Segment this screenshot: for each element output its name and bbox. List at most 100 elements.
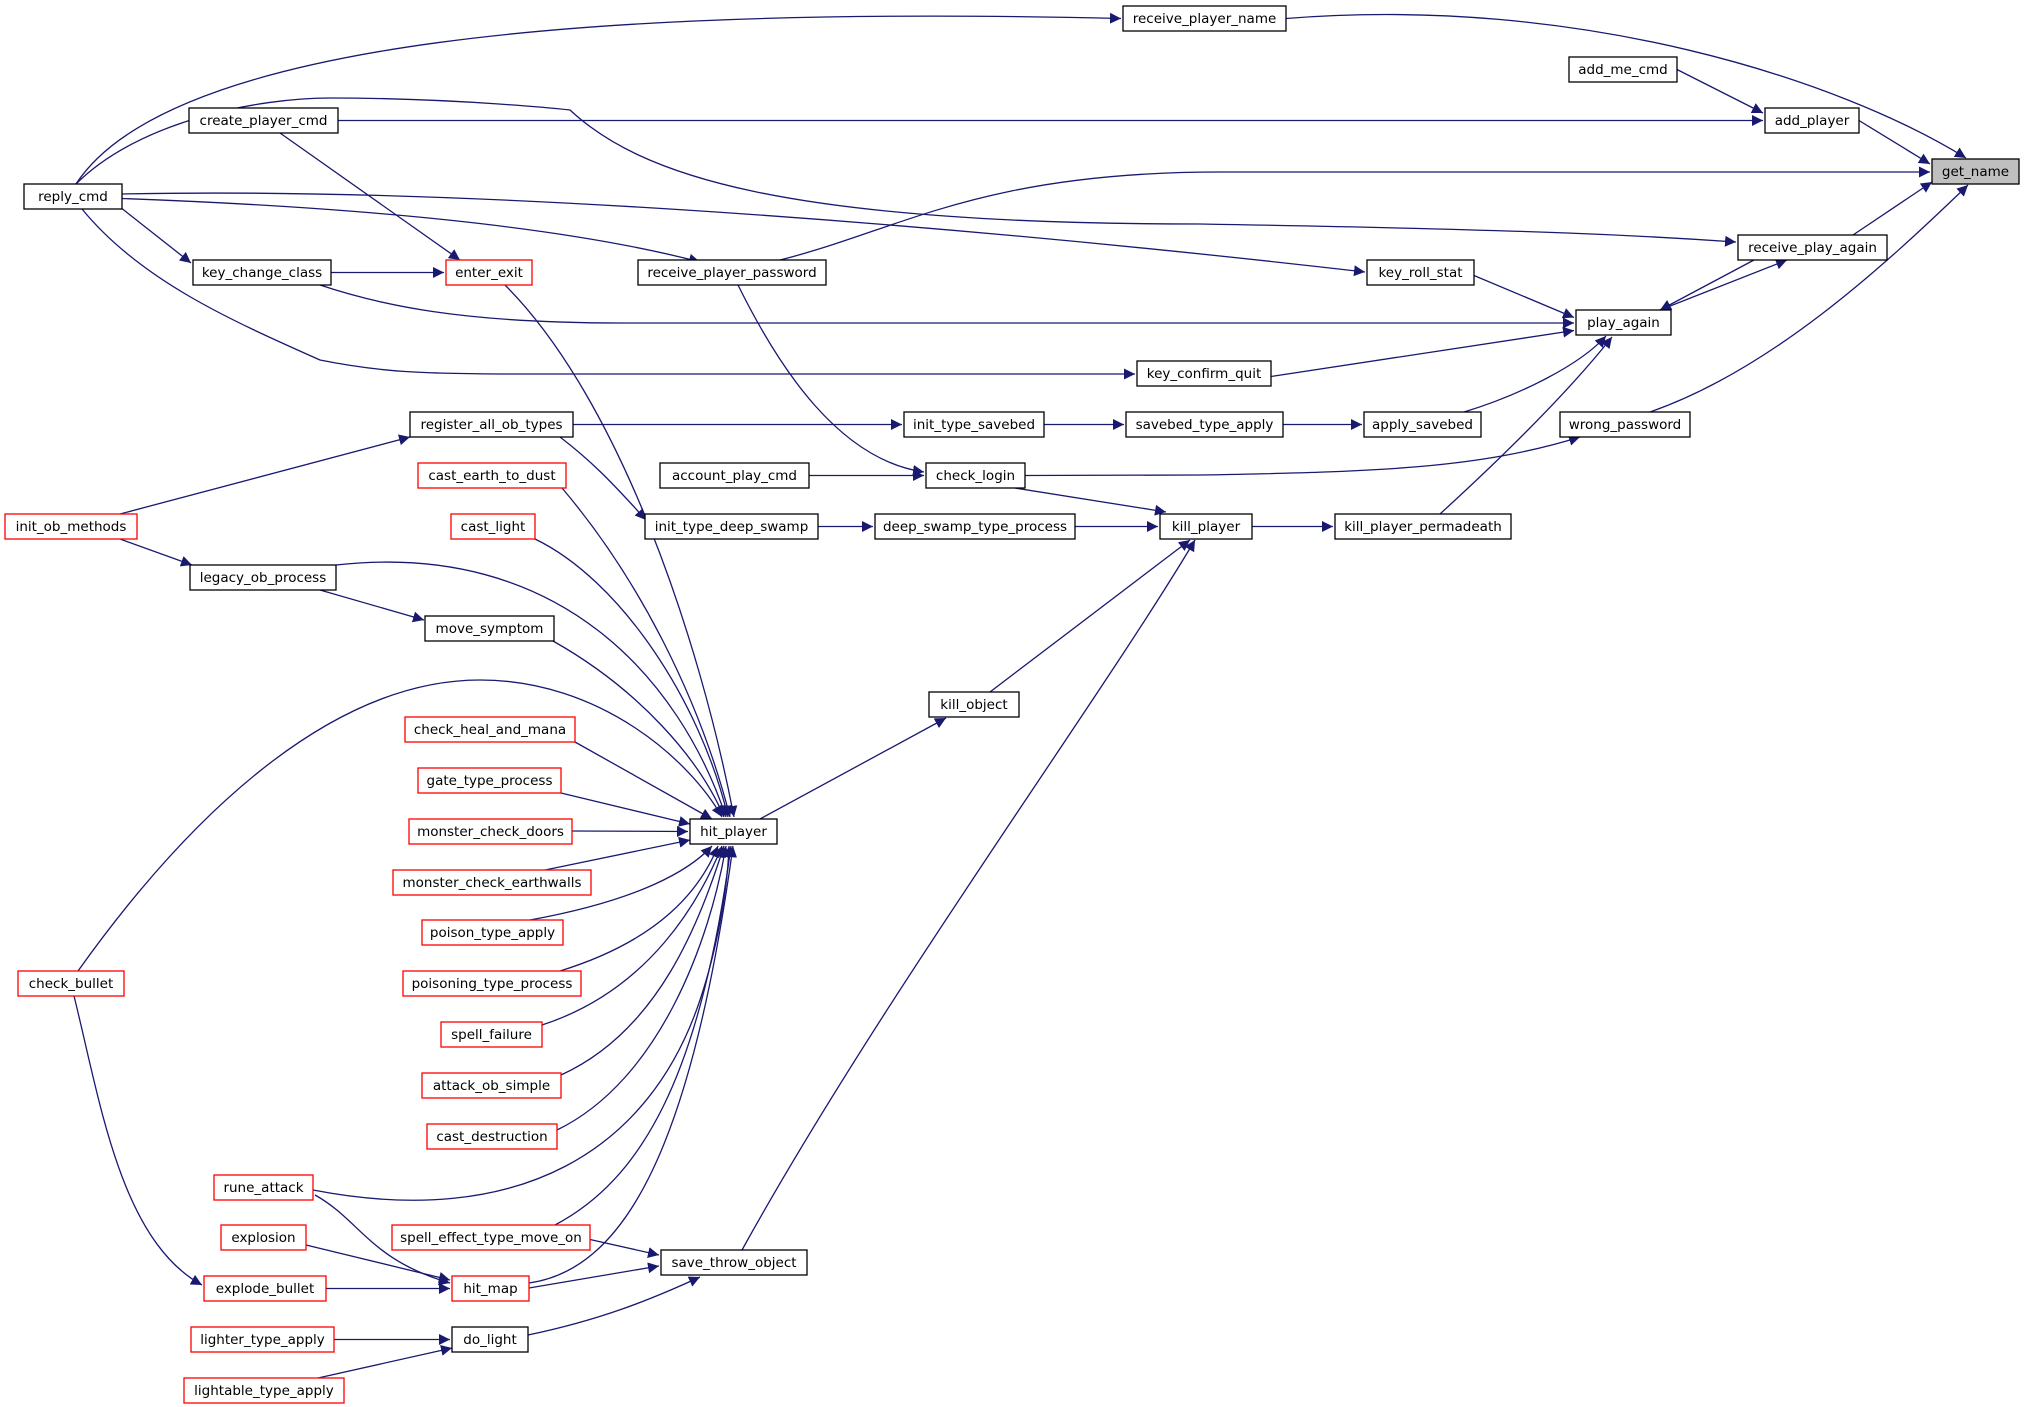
edge-reply_cmd-to-key_confirm_quit [81, 208, 1135, 380]
edge-line [989, 539, 1191, 693]
edge-spell_effect_type_move_on-to-save_throw_object [589, 1238, 660, 1258]
node-cast_destruction[interactable]: cast_destruction [426, 1123, 558, 1150]
edge-reply_cmd-to-receive_play_again [75, 97, 1737, 247]
node-cast_light[interactable]: cast_light [450, 513, 536, 540]
edge-line [119, 538, 193, 567]
node-box [445, 259, 533, 286]
edge-line [312, 845, 735, 1201]
node-label: receive_play_again [1748, 240, 1877, 256]
node-gate_type_process[interactable]: gate_type_process [417, 767, 562, 794]
node-apply_savebed[interactable]: apply_savebed [1363, 411, 1482, 438]
edge-rune_attack-to-hit_player [312, 845, 735, 1201]
node-box [451, 1275, 530, 1302]
node-add_player[interactable]: add_player [1764, 107, 1860, 134]
node-spell_failure[interactable]: spell_failure [440, 1021, 543, 1048]
node-wrong_password[interactable]: wrong_password [1559, 411, 1691, 438]
edge-line [527, 1276, 701, 1336]
edge-kill_player_permadeath-to-play_again [1439, 336, 1613, 515]
node-label: check_heal_and_mana [414, 722, 566, 738]
node-receive_player_password[interactable]: receive_player_password [637, 259, 827, 286]
node-attack_ob_simple[interactable]: attack_ob_simple [421, 1072, 562, 1099]
node-check_heal_and_mana[interactable]: check_heal_and_mana [404, 716, 576, 743]
node-check_bullet[interactable]: check_bullet [17, 970, 125, 997]
node-deep_swamp_type_process[interactable]: deep_swamp_type_process [874, 513, 1076, 540]
node-label: monster_check_earthwalls [402, 875, 581, 891]
node-hit_player[interactable]: hit_player [689, 818, 778, 845]
node-box [417, 462, 567, 489]
node-label: gate_type_process [427, 773, 553, 789]
node-box [1159, 513, 1253, 540]
node-enter_exit[interactable]: enter_exit [445, 259, 533, 286]
node-legacy_ob_process[interactable]: legacy_ob_process [189, 564, 337, 591]
edge-line [529, 845, 713, 921]
node-init_type_savebed[interactable]: init_type_savebed [903, 411, 1045, 438]
node-reply_cmd[interactable]: reply_cmd [23, 183, 123, 210]
node-key_change_class[interactable]: key_change_class [192, 259, 332, 286]
node-box [1366, 259, 1475, 286]
node-init_ob_methods[interactable]: init_ob_methods [4, 513, 138, 540]
node-get_name[interactable]: get_name [1931, 158, 2020, 185]
node-monster_check_doors[interactable]: monster_check_doors [408, 818, 573, 845]
node-box [424, 615, 555, 642]
node-lightable_type_apply[interactable]: lightable_type_apply [183, 1377, 345, 1404]
edge-cast_light-to-hit_player [534, 538, 731, 818]
edge-line [544, 836, 691, 871]
node-spell_effect_type_move_on[interactable]: spell_effect_type_move_on [391, 1224, 591, 1251]
edge-add_me_cmd-to-add_player [1676, 68, 1764, 114]
edge-line [741, 539, 1196, 1251]
node-explosion[interactable]: explosion [220, 1224, 307, 1251]
node-check_login[interactable]: check_login [925, 462, 1026, 489]
node-label: move_symptom [436, 621, 544, 637]
edge-line [556, 845, 730, 1131]
node-label: register_all_ob_types [420, 417, 562, 433]
edge-init_ob_methods-to-register_all_ob_types [119, 434, 411, 515]
node-receive_play_again[interactable]: receive_play_again [1737, 234, 1888, 261]
node-kill_player[interactable]: kill_player [1159, 513, 1253, 540]
node-monster_check_earthwalls[interactable]: monster_check_earthwalls [392, 869, 592, 896]
node-box [1136, 360, 1272, 387]
node-box [440, 1021, 543, 1048]
node-key_roll_stat[interactable]: key_roll_stat [1366, 259, 1475, 286]
edge-line [279, 132, 461, 261]
node-save_throw_object[interactable]: save_throw_object [660, 1249, 808, 1276]
edge-line [75, 97, 1737, 247]
node-hit_map[interactable]: hit_map [451, 1275, 530, 1302]
node-rune_attack[interactable]: rune_attack [213, 1174, 314, 1201]
node-box [1568, 56, 1678, 83]
node-do_light[interactable]: do_light [451, 1326, 529, 1353]
node-savebed_type_apply[interactable]: savebed_type_apply [1125, 411, 1284, 438]
node-label: check_login [936, 468, 1015, 484]
node-poison_type_apply[interactable]: poison_type_apply [421, 919, 564, 946]
edge-line [560, 845, 726, 1076]
node-create_player_cmd[interactable]: create_player_cmd [188, 107, 339, 134]
node-account_play_cmd[interactable]: account_play_cmd [659, 462, 810, 489]
node-box [409, 411, 574, 438]
node-kill_object[interactable]: kill_object [928, 691, 1020, 718]
edge-cast_earth_to_dust-to-hit_player [561, 487, 733, 818]
edge-line [737, 284, 925, 476]
node-move_symptom[interactable]: move_symptom [424, 615, 555, 642]
node-receive_player_name[interactable]: receive_player_name [1122, 5, 1287, 32]
node-poisoning_type_process[interactable]: poisoning_type_process [402, 970, 582, 997]
node-key_confirm_quit[interactable]: key_confirm_quit [1136, 360, 1272, 387]
node-play_again[interactable]: play_again [1575, 309, 1672, 336]
edge-line [1852, 181, 1933, 236]
edge-line [554, 845, 736, 1226]
node-cast_earth_to_dust[interactable]: cast_earth_to_dust [417, 462, 567, 489]
node-box [426, 1123, 558, 1150]
node-add_me_cmd[interactable]: add_me_cmd [1568, 56, 1678, 83]
node-label: kill_object [940, 697, 1007, 713]
edge-explosion-to-hit_map [305, 1244, 451, 1283]
node-box [1575, 309, 1672, 336]
node-label: add_player [1775, 113, 1850, 129]
edge-attack_ob_simple-to-hit_player [560, 845, 726, 1076]
node-lighter_type_apply[interactable]: lighter_type_apply [190, 1326, 335, 1353]
edge-do_light-to-save_throw_object [527, 1276, 701, 1336]
node-register_all_ob_types[interactable]: register_all_ob_types [409, 411, 574, 438]
node-init_type_deep_swamp[interactable]: init_type_deep_swamp [644, 513, 819, 540]
node-box [421, 1072, 562, 1099]
node-label: spell_failure [451, 1027, 532, 1043]
node-label: enter_exit [455, 265, 523, 281]
node-explode_bullet[interactable]: explode_bullet [203, 1275, 327, 1302]
node-kill_player_permadeath[interactable]: kill_player_permadeath [1334, 513, 1512, 540]
